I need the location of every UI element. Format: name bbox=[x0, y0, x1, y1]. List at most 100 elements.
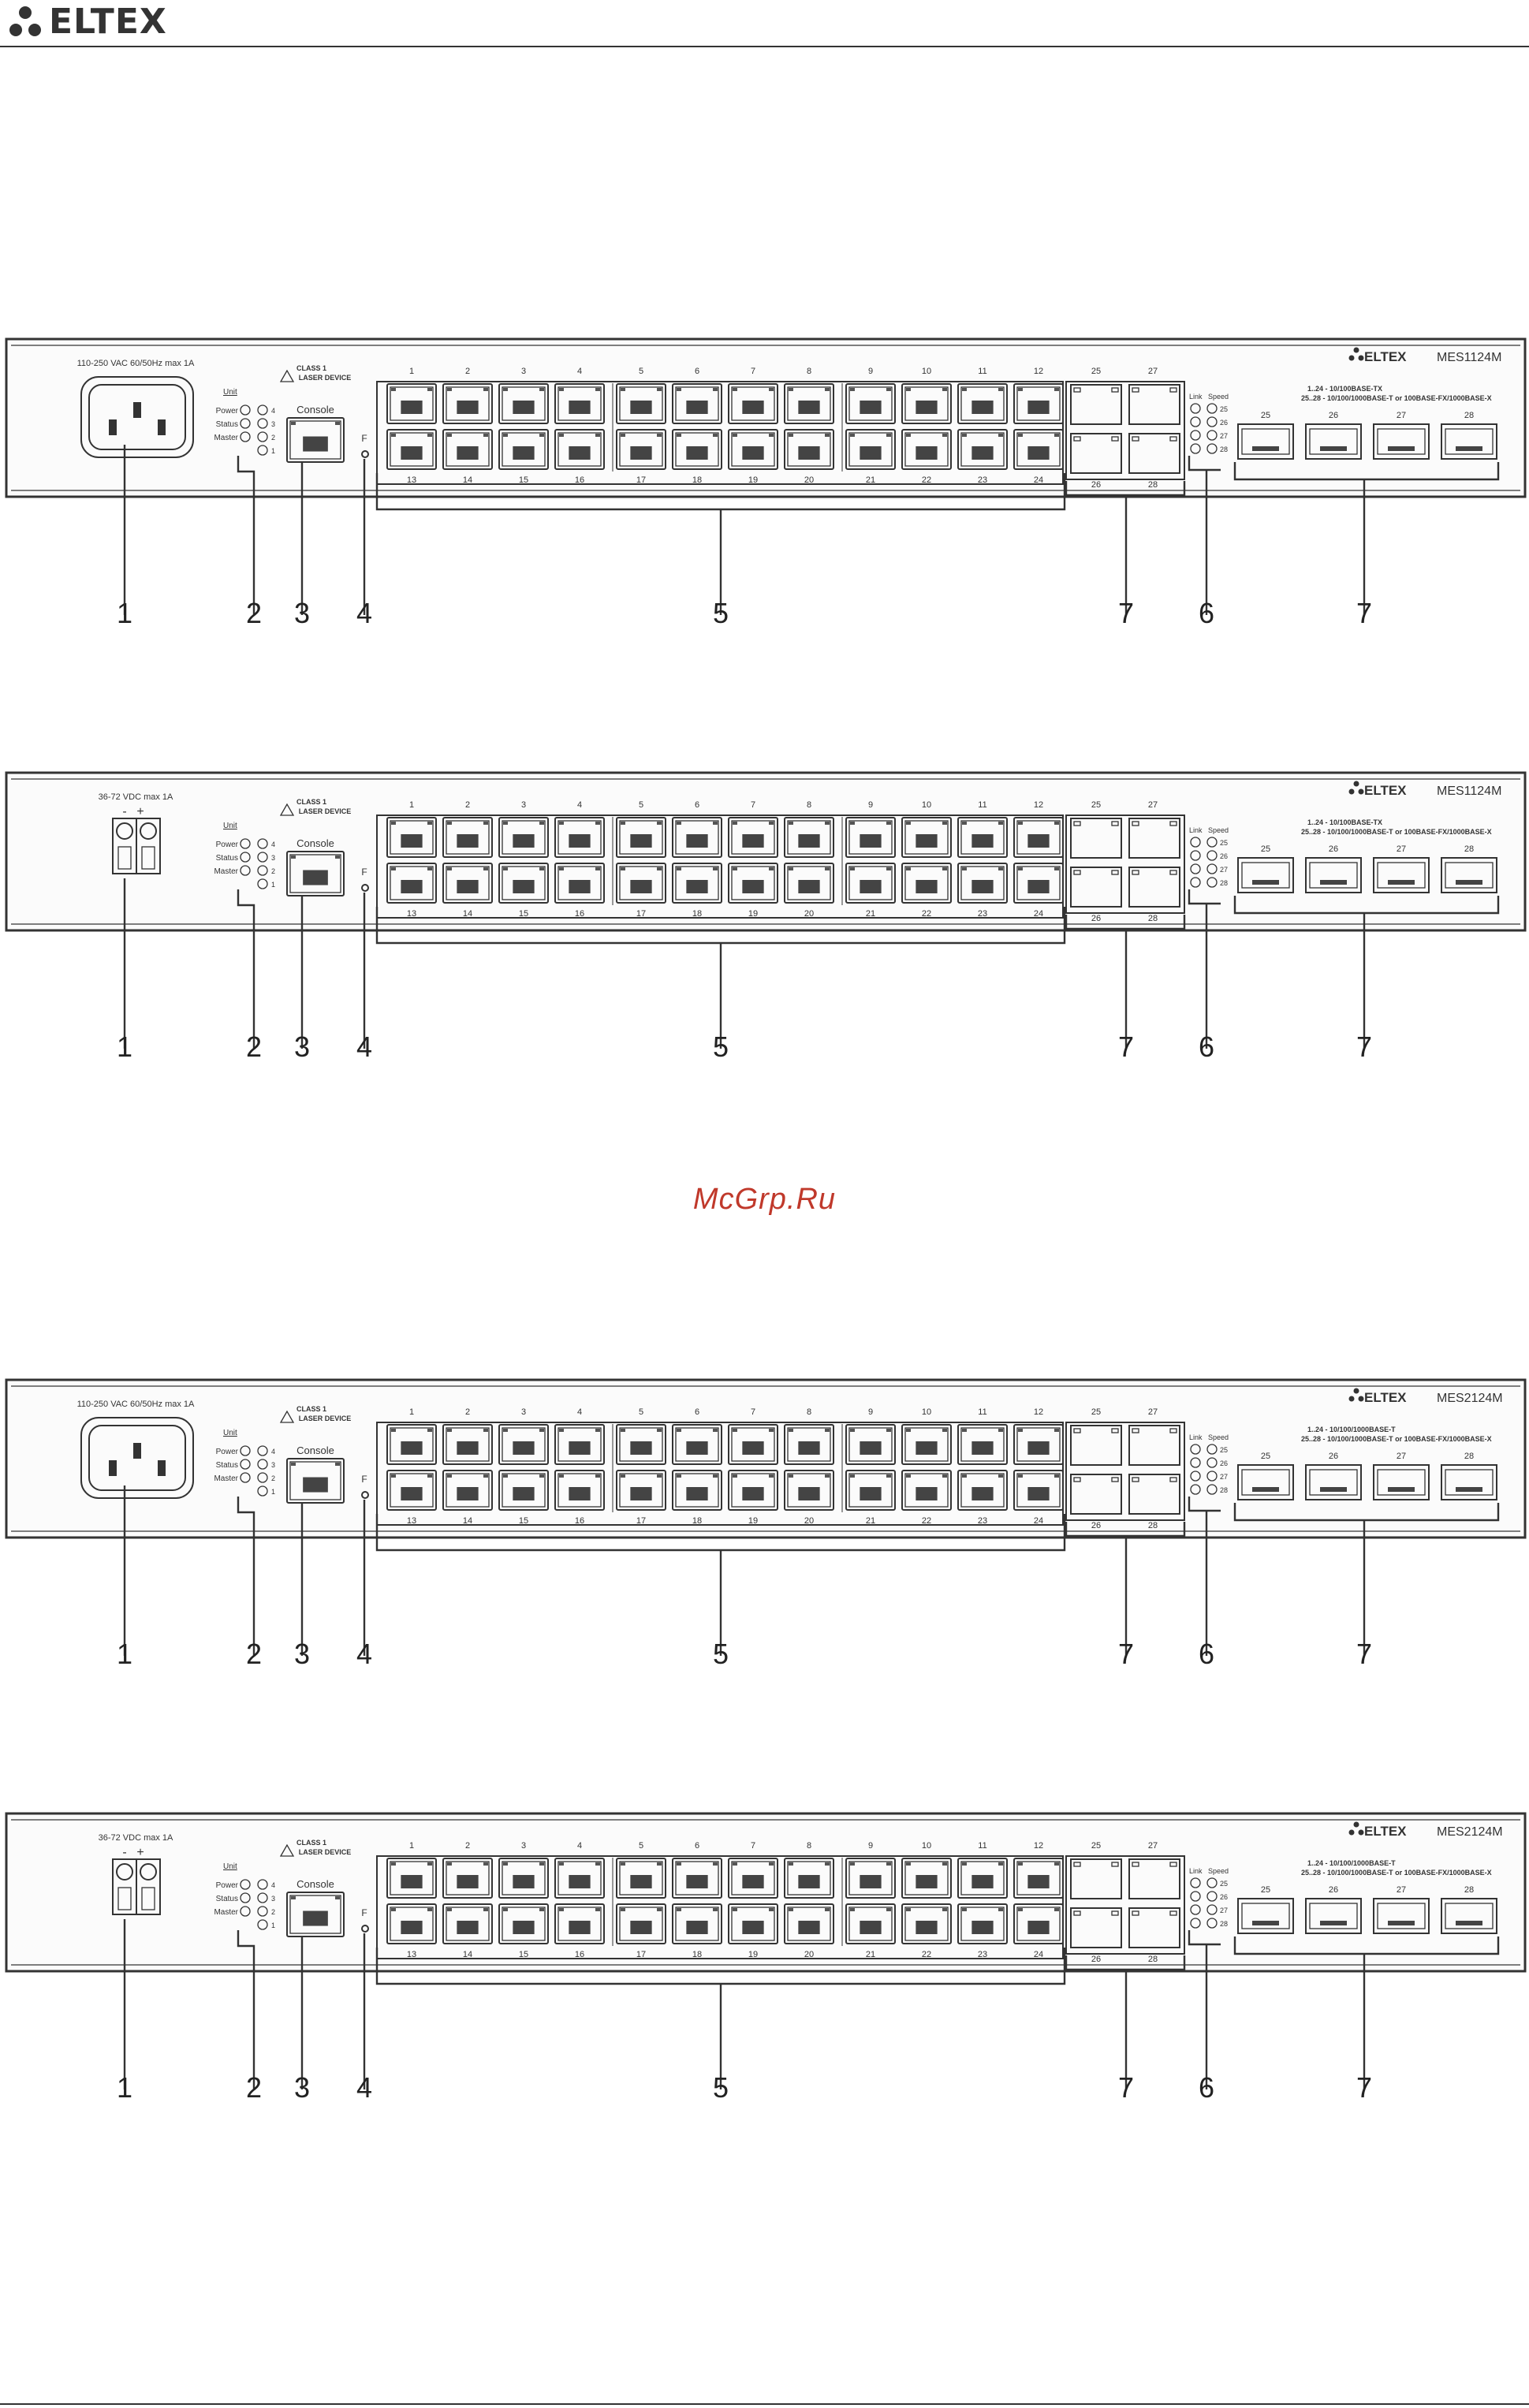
port-number-top: 4 bbox=[577, 1841, 582, 1851]
port-number-bottom: 14 bbox=[463, 475, 472, 485]
spec-line-2: 25..28 - 10/100/1000BASE-T or 100BASE-FX… bbox=[1301, 1869, 1492, 1877]
led-label: Master bbox=[214, 1908, 238, 1917]
unit-number: 4 bbox=[271, 407, 275, 415]
callout-number: 3 bbox=[294, 2071, 310, 2104]
rj45-port bbox=[672, 817, 722, 858]
port-number-bottom: 14 bbox=[463, 1950, 472, 1959]
port-number-top: 9 bbox=[868, 1407, 873, 1417]
rj45-port bbox=[1013, 1858, 1064, 1899]
link-led bbox=[1190, 430, 1201, 441]
sfp-port bbox=[1305, 1464, 1362, 1500]
chassis-outline bbox=[5, 337, 1527, 498]
rj45-port bbox=[672, 429, 722, 470]
rj45-port bbox=[957, 1903, 1008, 1944]
unit-number: 4 bbox=[271, 841, 275, 848]
port-number-bottom: 18 bbox=[692, 1516, 702, 1526]
rj45-port bbox=[1013, 383, 1064, 424]
rj45-port bbox=[957, 1470, 1008, 1511]
port-number-bottom: 22 bbox=[922, 475, 931, 485]
brand-icon-dot bbox=[1353, 1388, 1359, 1394]
rj45-port bbox=[554, 863, 605, 904]
speed-led bbox=[1206, 416, 1218, 427]
port-number-bottom: 19 bbox=[748, 909, 758, 919]
brand-icon-dot bbox=[1348, 1829, 1355, 1836]
port-number-top: 3 bbox=[521, 367, 526, 376]
port-number-top: 7 bbox=[751, 800, 755, 810]
rj45-port bbox=[498, 863, 549, 904]
port-number-top: 10 bbox=[922, 1407, 931, 1417]
combo-port-number-bottom: 28 bbox=[1148, 480, 1158, 490]
port-number-bottom: 22 bbox=[922, 1950, 931, 1959]
brand-icon-dot bbox=[1348, 355, 1355, 361]
sfp-port bbox=[1441, 857, 1497, 893]
rj45-port bbox=[616, 1424, 666, 1465]
power-label: 110-250 VAC 60/50Hz max 1A bbox=[77, 359, 195, 368]
sfp-port bbox=[1237, 857, 1294, 893]
port-number-bottom: 15 bbox=[519, 909, 528, 919]
spec-line-2: 25..28 - 10/100/1000BASE-T or 100BASE-FX… bbox=[1301, 1435, 1492, 1443]
port-number-top: 2 bbox=[465, 800, 470, 810]
rj45-port bbox=[386, 1424, 437, 1465]
brand-icon-dot bbox=[1358, 788, 1364, 795]
chassis-outline bbox=[5, 1812, 1527, 1973]
port-number-bottom: 23 bbox=[978, 475, 987, 485]
combo-rj45-port bbox=[1070, 867, 1122, 908]
callout-bracket bbox=[1188, 889, 1221, 905]
rj45-port bbox=[901, 1903, 952, 1944]
model-name: MES1124M bbox=[1437, 785, 1501, 798]
rj45-port bbox=[672, 1470, 722, 1511]
brand-name: ELTEX bbox=[1364, 1390, 1407, 1405]
port-number-top: 6 bbox=[695, 800, 699, 810]
rj45-port bbox=[442, 1858, 493, 1899]
f-button bbox=[361, 1925, 369, 1933]
rj45-port bbox=[554, 1858, 605, 1899]
callout-bracket bbox=[1233, 462, 1500, 481]
rj45-port bbox=[498, 383, 549, 424]
rj45-port bbox=[1013, 1903, 1064, 1944]
console-label: Console bbox=[296, 1878, 334, 1890]
laser-warning-icon bbox=[279, 1410, 295, 1423]
sfp-port bbox=[1237, 1898, 1294, 1934]
speed-label: Speed bbox=[1208, 826, 1229, 834]
f-label: F bbox=[361, 1907, 367, 1918]
callout-bracket bbox=[1233, 1936, 1500, 1955]
rj45-port bbox=[442, 429, 493, 470]
laser-device-label: LASER DEVICE bbox=[299, 1848, 352, 1856]
rj45-port bbox=[728, 429, 778, 470]
unit-led bbox=[257, 865, 268, 876]
combo-rj45-port bbox=[1128, 1907, 1180, 1948]
led-port-number: 25 bbox=[1220, 839, 1228, 847]
ac-inlet-inner bbox=[88, 384, 186, 450]
rj45-port bbox=[845, 1470, 896, 1511]
port-number-top: 5 bbox=[639, 1841, 643, 1851]
callout-number: 5 bbox=[713, 597, 729, 629]
led-label: Status bbox=[216, 420, 238, 429]
rj45-port bbox=[957, 1424, 1008, 1465]
unit-label: Unit bbox=[223, 1429, 237, 1437]
callout-number: 4 bbox=[356, 597, 372, 629]
port-number-top: 8 bbox=[807, 1407, 811, 1417]
link-led bbox=[1190, 1877, 1201, 1888]
unit-number: 3 bbox=[271, 1895, 275, 1903]
link-led bbox=[1190, 443, 1201, 454]
unit-number: 1 bbox=[271, 447, 275, 455]
port-number-top: 12 bbox=[1034, 1841, 1043, 1851]
sfp-port-number: 26 bbox=[1329, 1452, 1338, 1461]
led-label: Power bbox=[216, 407, 239, 416]
led-port-number: 28 bbox=[1220, 879, 1228, 887]
sfp-port-number: 25 bbox=[1261, 411, 1270, 420]
port-number-top: 3 bbox=[521, 800, 526, 810]
link-led bbox=[1190, 877, 1201, 888]
combo-rj45-port bbox=[1070, 1425, 1122, 1466]
port-number-top: 5 bbox=[639, 800, 643, 810]
laser-warning-icon bbox=[279, 1843, 295, 1857]
port-number-top: 10 bbox=[922, 367, 931, 376]
port-number-top: 12 bbox=[1034, 1407, 1043, 1417]
led-port-number: 27 bbox=[1220, 432, 1228, 440]
rj45-port bbox=[442, 1903, 493, 1944]
power-label: 110-250 VAC 60/50Hz max 1A bbox=[77, 1400, 195, 1409]
rj45-port bbox=[728, 1470, 778, 1511]
rj45-port bbox=[901, 1470, 952, 1511]
